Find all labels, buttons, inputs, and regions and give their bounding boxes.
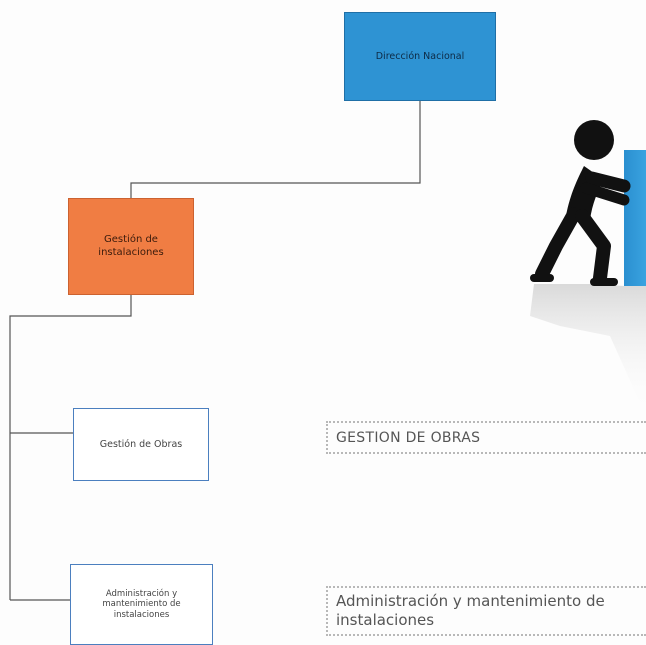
node-label: Dirección Nacional — [375, 50, 465, 62]
node-direccion-nacional: Dirección Nacional — [344, 12, 496, 101]
person-pushing-box-icon — [530, 120, 646, 416]
note-text: GESTION DE OBRAS — [336, 429, 481, 446]
connector-top-to-middle — [130, 101, 421, 198]
figure-leg-front — [575, 209, 611, 285]
node-label: Gestión de instalaciones — [98, 234, 164, 258]
node-gestion-obras: Gestión de Obras — [73, 408, 209, 481]
box-shape — [624, 150, 646, 286]
figure-arm-2 — [580, 182, 630, 206]
figure-arm — [585, 171, 631, 193]
note-administracion: Administración y mantenimiento de instal… — [326, 586, 646, 636]
node-label: Administración y mantenimiento de instal… — [102, 589, 181, 620]
node-gestion-instalaciones: Gestión de instalaciones — [68, 198, 194, 295]
connector-middle-to-children — [9, 295, 132, 600]
note-gestion-obras: GESTION DE OBRAS — [326, 421, 646, 454]
figure-leg-back — [535, 207, 581, 281]
figure-head — [574, 120, 614, 160]
figure-reflection — [530, 284, 646, 416]
node-administracion-mantenimiento: Administración y mantenimiento de instal… — [70, 564, 213, 645]
node-label: Gestión de Obras — [99, 438, 183, 450]
note-text: Administración y mantenimiento de instal… — [336, 592, 605, 629]
